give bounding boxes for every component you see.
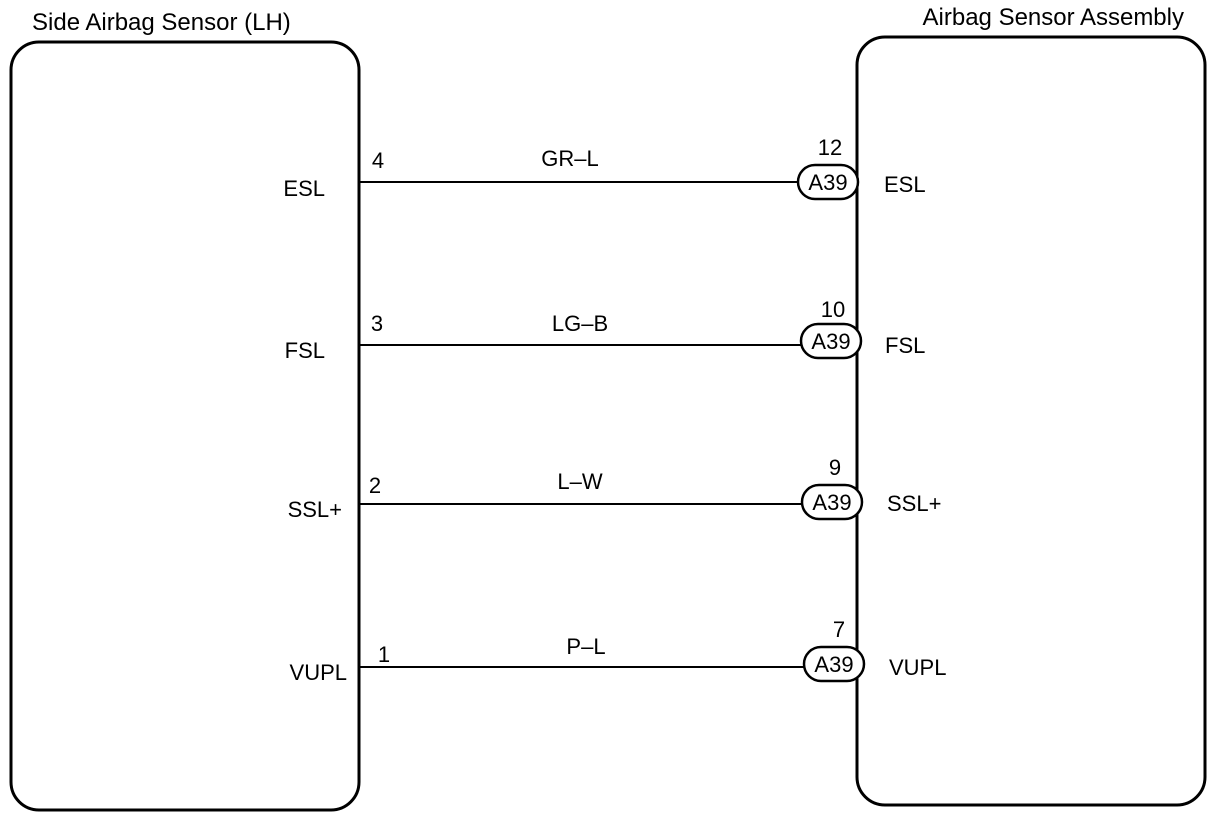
connection-fsl: FSL 3 LG–B 10 A39 FSL [285, 297, 926, 363]
right-component-box [855, 35, 1207, 807]
right-pin-number: 9 [829, 455, 841, 480]
left-terminal-label: FSL [285, 338, 325, 363]
left-pin-number: 1 [378, 642, 390, 667]
connector-badge [800, 483, 864, 521]
wire-color-label: GR–L [541, 146, 598, 171]
connector-label: A39 [814, 652, 853, 677]
right-terminal-label: SSL+ [887, 491, 941, 516]
left-pin-number: 3 [371, 311, 383, 336]
connection-ssl-plus: SSL+ 2 L–W 9 A39 SSL+ [288, 455, 942, 522]
connector-label: A39 [811, 329, 850, 354]
right-pin-number: 7 [833, 617, 845, 642]
right-pin-number: 10 [821, 297, 845, 322]
left-pin-number: 2 [369, 473, 381, 498]
connector-badge [802, 645, 866, 683]
right-terminal-label: ESL [884, 172, 926, 197]
left-terminal-label: SSL+ [288, 497, 342, 522]
connector-label: A39 [808, 170, 847, 195]
connection-vupl: VUPL 1 P–L 7 A39 VUPL [290, 617, 947, 685]
left-component-box [9, 40, 361, 812]
left-terminal-label: ESL [283, 176, 325, 201]
right-component-title: Airbag Sensor Assembly [923, 4, 1184, 31]
right-terminal-label: FSL [885, 333, 925, 358]
left-pin-number: 4 [372, 148, 384, 173]
right-terminal-label: VUPL [889, 655, 946, 680]
connector-label: A39 [812, 490, 851, 515]
wire-color-label: P–L [566, 634, 605, 659]
left-terminal-label: VUPL [290, 660, 347, 685]
right-pin-number: 12 [818, 135, 842, 160]
connection-esl: ESL 4 GR–L 12 A39 ESL [283, 135, 925, 201]
wire-color-label: L–W [557, 469, 602, 494]
connector-badge [799, 322, 863, 360]
connector-badge [796, 163, 860, 201]
wire-color-label: LG–B [552, 311, 608, 336]
left-component-title: Side Airbag Sensor (LH) [32, 9, 291, 36]
